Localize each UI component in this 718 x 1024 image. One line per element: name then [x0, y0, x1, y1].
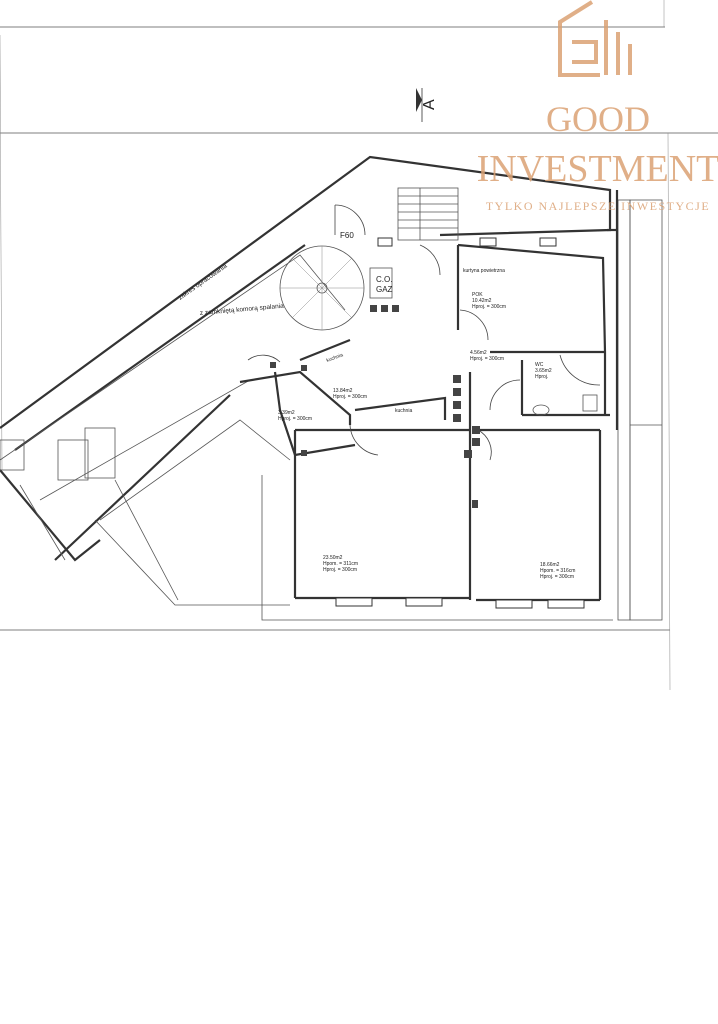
label-kuchnia-1: kuchnia [326, 352, 344, 364]
room-area: 23.50m2 [323, 555, 343, 561]
room-area: 3.39m2 [278, 410, 295, 416]
label-kuchnia-2: kuchnia [395, 408, 412, 414]
room-area: 10.42m2 [472, 298, 492, 304]
label-f60: F60 [340, 231, 354, 240]
section-marker: A [416, 88, 438, 122]
room-name: WC [535, 362, 544, 368]
diagonal-walls [0, 155, 613, 621]
frame-lines [0, 0, 718, 691]
room-height: Hproj. = 300cm [333, 394, 367, 400]
room-height: Hproj. = 300cm [472, 304, 506, 310]
spiral-staircase [279, 204, 366, 331]
label-gaz: GAZ [376, 285, 393, 294]
watermark-line1: GOOD [546, 99, 650, 139]
room-23-50: 23.50m2 Hpom. = 311cm Hproj. = 300cm [323, 555, 358, 573]
room-name: POK [472, 292, 483, 298]
label-range: zakres opracowania [177, 263, 229, 302]
watermark-logo-icon [558, 0, 632, 77]
windows [335, 237, 585, 609]
watermark: GOOD INVESTMENT TYLKO NAJLEPSZE INWESTYC… [477, 0, 718, 213]
watermark-tagline: TYLKO NAJLEPSZE INWESTYCJE [486, 199, 710, 213]
room-height-1: Hpom. = 316cm [540, 568, 575, 574]
room-area: 18.66m2 [540, 562, 560, 568]
room-height-2: Hproj. = 300cm [323, 567, 357, 573]
room-height: Hproj. [535, 374, 548, 380]
label-co: C.O. [376, 275, 392, 284]
watermark-line2: INVESTMENT [477, 148, 718, 190]
room-pok: POK 10.42m2 Hproj. = 300cm [472, 292, 506, 310]
stairs [397, 187, 459, 241]
room-13-84: 13.84m2 Hproj. = 300cm [333, 388, 367, 400]
plan-labels: zakres opracowania z zamkniętą komorą sp… [177, 231, 575, 580]
room-height: Hproj. = 300cm [470, 356, 504, 362]
label-chamber: z zamkniętą komorą spalania [200, 303, 285, 317]
room-area: 4.56m2 [470, 350, 487, 356]
room-area: 3.65m2 [535, 368, 552, 374]
room-18-66: 18.66m2 Hpom. = 316cm Hproj. = 300cm [540, 562, 575, 580]
room-hall: 4.56m2 Hproj. = 300cm [470, 350, 504, 362]
right-structure [607, 190, 663, 621]
interior-walls [239, 243, 610, 602]
room-height: Hproj. = 300cm [278, 416, 312, 422]
room-wc: WC 3.65m2 Hproj. [535, 362, 552, 380]
room-3-39: 3.39m2 Hproj. = 300cm [278, 410, 312, 422]
room-area: 13.84m2 [333, 388, 353, 394]
room-height-1: Hpom. = 311cm [323, 561, 358, 567]
section-marker-label: A [421, 99, 438, 110]
room-height-2: Hproj. = 300cm [540, 574, 574, 580]
label-curtain: kurtyna powietrzna [463, 268, 505, 274]
